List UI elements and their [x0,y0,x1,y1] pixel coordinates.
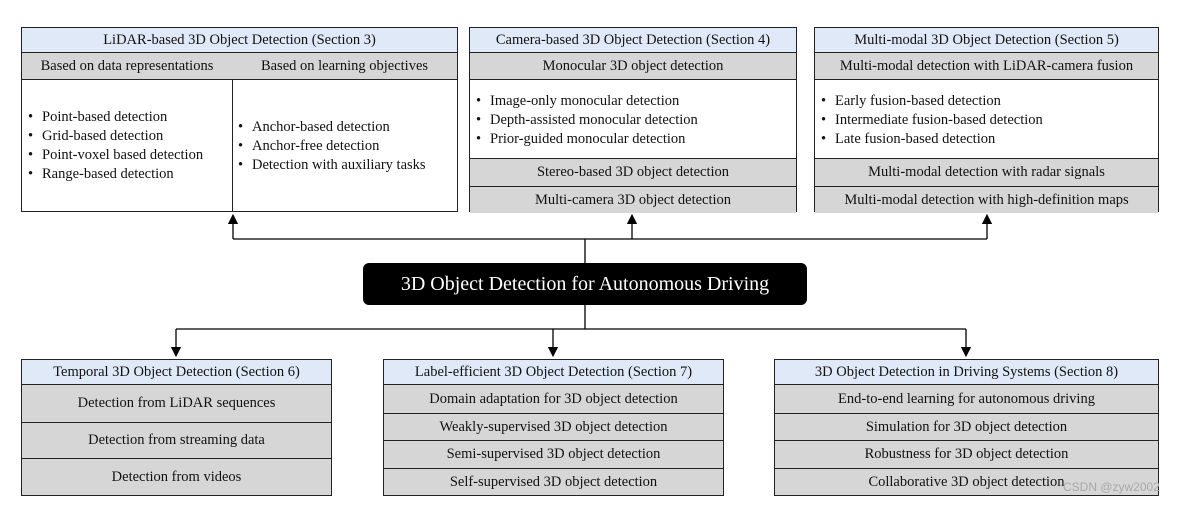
camera-row: Multi-camera 3D object detection [470,186,796,213]
camera-list: Image-only monocular detection Depth-ass… [470,92,796,158]
driving-systems-row: Robustness for 3D object detection [775,440,1158,468]
list-item: Prior-guided monocular detection [470,130,796,149]
label-efficient-box: Label-efficient 3D Object Detection (Sec… [383,359,724,496]
multimodal-row: Multi-modal detection with high-definiti… [815,186,1158,213]
camera-group-title: Monocular 3D object detection [470,53,796,80]
temporal-row: Detection from streaming data [22,422,331,458]
multimodal-header: Multi-modal 3D Object Detection (Section… [815,28,1158,53]
temporal-box: Temporal 3D Object Detection (Section 6)… [21,359,332,496]
list-item: Early fusion-based detection [815,92,1158,111]
list-item: Point-based detection [22,108,232,127]
multimodal-row: Multi-modal detection with radar signals [815,158,1158,186]
label-efficient-row: Weakly-supervised 3D object detection [384,413,723,440]
label-efficient-row: Semi-supervised 3D object detection [384,440,723,468]
lidar-left-column: Based on data representations Point-base… [22,53,233,211]
list-item: Anchor-free detection [232,137,457,156]
driving-systems-row: Simulation for 3D object detection [775,413,1158,440]
driving-systems-row: Collaborative 3D object detection [775,468,1158,495]
lidar-box: LiDAR-based 3D Object Detection (Section… [21,27,458,212]
label-efficient-row: Domain adaptation for 3D object detectio… [384,385,723,413]
lidar-right-title: Based on learning objectives [232,53,457,80]
lidar-left-list: Point-based detection Grid-based detecti… [22,108,232,184]
lidar-right-list: Anchor-based detection Anchor-free detec… [232,118,457,175]
list-item: Image-only monocular detection [470,92,796,111]
center-title: 3D Object Detection for Autonomous Drivi… [363,263,807,305]
lidar-left-title: Based on data representations [22,53,232,80]
lidar-header: LiDAR-based 3D Object Detection (Section… [22,28,457,53]
multimodal-box: Multi-modal 3D Object Detection (Section… [814,27,1159,213]
list-item: Grid-based detection [22,127,232,146]
list-item: Late fusion-based detection [815,130,1158,149]
lidar-right-column: Based on learning objectives Anchor-base… [232,53,457,211]
list-item: Detection with auxiliary tasks [232,156,457,175]
camera-box: Camera-based 3D Object Detection (Sectio… [469,27,797,213]
list-item: Anchor-based detection [232,118,457,137]
watermark: CSDN @zyw2002 [1063,480,1160,494]
temporal-row: Detection from videos [22,458,331,495]
multimodal-group-title: Multi-modal detection with LiDAR-camera … [815,53,1158,80]
list-item: Intermediate fusion-based detection [815,111,1158,130]
list-item: Depth-assisted monocular detection [470,111,796,130]
driving-systems-row: End-to-end learning for autonomous drivi… [775,385,1158,413]
driving-systems-header: 3D Object Detection in Driving Systems (… [775,360,1158,385]
list-item: Range-based detection [22,165,232,184]
label-efficient-row: Self-supervised 3D object detection [384,468,723,495]
list-item: Point-voxel based detection [22,146,232,165]
temporal-row: Detection from LiDAR sequences [22,385,331,422]
camera-header: Camera-based 3D Object Detection (Sectio… [470,28,796,53]
label-efficient-header: Label-efficient 3D Object Detection (Sec… [384,360,723,385]
temporal-header: Temporal 3D Object Detection (Section 6) [22,360,331,385]
multimodal-list: Early fusion-based detection Intermediat… [815,92,1158,158]
driving-systems-box: 3D Object Detection in Driving Systems (… [774,359,1159,496]
camera-row: Stereo-based 3D object detection [470,158,796,186]
